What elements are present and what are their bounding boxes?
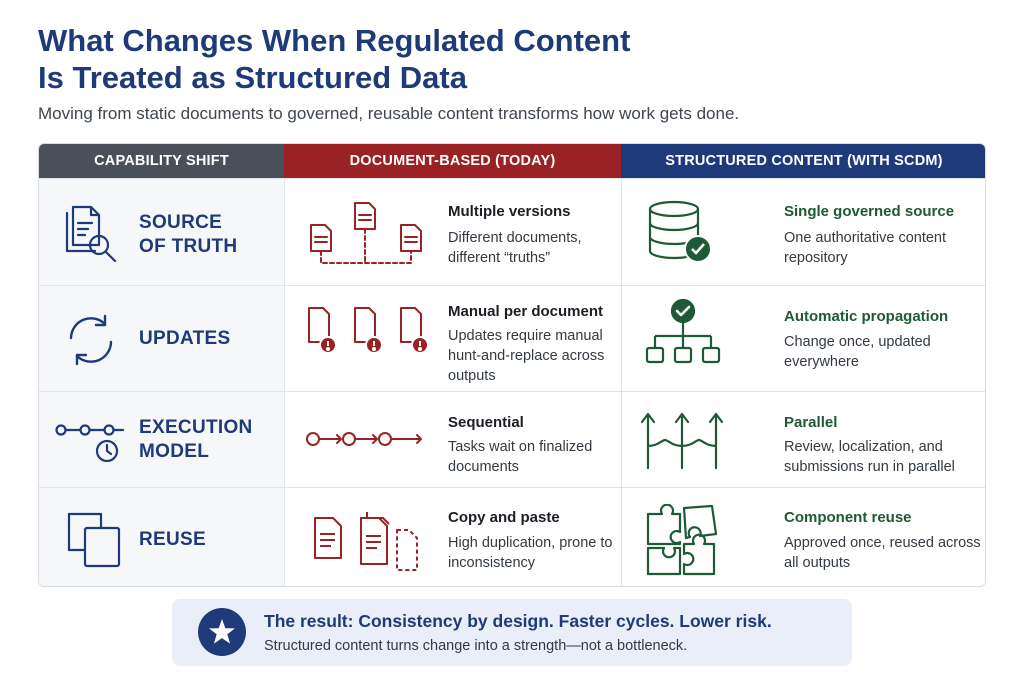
comparison-table: CAPABILITY SHIFT DOCUMENT-BASED (TODAY) … bbox=[38, 143, 986, 587]
scdm-description: Change once, updated everywhere bbox=[784, 334, 931, 370]
scdm-title: Automatic propagation bbox=[784, 308, 949, 325]
page-title: What Changes When Regulated Content Is T… bbox=[38, 22, 738, 96]
sequential-flow-icon bbox=[306, 432, 422, 446]
header-document-based: DOCUMENT-BASED (TODAY) bbox=[284, 144, 621, 178]
today-cell: Sequential Tasks wait on finalized docum… bbox=[284, 392, 621, 487]
today-cell: Manual per document Updates require manu… bbox=[284, 286, 621, 391]
scdm-description: One authoritative content repository bbox=[784, 230, 947, 266]
header-capability-shift: CAPABILITY SHIFT bbox=[39, 144, 284, 178]
scdm-description: Approved once, reused across all outputs bbox=[784, 535, 981, 571]
scdm-cell: Component reuse Approved once, reused ac… bbox=[621, 488, 985, 586]
database-check-icon bbox=[648, 200, 712, 263]
capability-cell: SOURCE OF TRUTH bbox=[39, 179, 284, 285]
capability-label: SOURCE OF TRUTH bbox=[139, 212, 238, 257]
parallel-arrows-icon bbox=[640, 412, 724, 470]
today-title: Multiple versions bbox=[448, 203, 571, 220]
capability-label: UPDATES bbox=[139, 328, 231, 349]
header-structured-content: STRUCTURED CONTENT (WITH SCDM) bbox=[621, 144, 985, 178]
scdm-cell: Single governed source One authoritative… bbox=[621, 179, 985, 285]
scdm-cell: Automatic propagation Change once, updat… bbox=[621, 286, 985, 391]
documents-alert-icon bbox=[308, 307, 429, 354]
duplicate-documents-icon bbox=[314, 512, 418, 571]
capability-label: EXECUTION MODEL bbox=[139, 417, 253, 462]
hierarchy-check-icon bbox=[645, 298, 721, 364]
capability-cell: UPDATES bbox=[39, 286, 284, 391]
workflow-clock-icon bbox=[55, 424, 125, 463]
document-search-icon bbox=[65, 205, 117, 263]
copy-squares-icon bbox=[67, 512, 121, 568]
scdm-description: Review, localization, and submissions ru… bbox=[784, 439, 955, 475]
page-subtitle: Moving from static documents to governed… bbox=[38, 104, 740, 123]
puzzle-pieces-icon bbox=[646, 504, 718, 576]
capability-cell: EXECUTION MODEL bbox=[39, 392, 284, 487]
star-icon bbox=[198, 608, 246, 656]
scdm-cell: Parallel Review, localization, and submi… bbox=[621, 392, 985, 487]
capability-cell: REUSE bbox=[39, 488, 284, 586]
today-title: Sequential bbox=[448, 414, 524, 431]
today-description: Different documents, different “truths” bbox=[448, 230, 582, 266]
today-cell: Multiple versions Different documents, d… bbox=[284, 179, 621, 285]
row-source-of-truth: SOURCE OF TRUTH Multiple versions Differ… bbox=[39, 178, 985, 285]
scattered-documents-icon bbox=[310, 202, 422, 264]
scdm-title: Single governed source bbox=[784, 203, 955, 220]
callout-subtitle: Structured content turns change into a s… bbox=[264, 638, 688, 654]
result-callout: The result: Consistency by design. Faste… bbox=[172, 599, 852, 666]
capability-label: REUSE bbox=[139, 529, 206, 550]
today-title: Manual per document bbox=[448, 303, 604, 320]
row-reuse: REUSE Copy and paste High duplication, p… bbox=[39, 487, 985, 586]
callout-title: The result: Consistency by design. Faste… bbox=[264, 611, 772, 631]
row-execution-model: EXECUTION MODEL Sequential Tasks wait on… bbox=[39, 391, 985, 487]
scdm-title: Component reuse bbox=[784, 509, 912, 526]
row-updates: UPDATES Manual per document Updates requ… bbox=[39, 285, 985, 391]
scdm-title: Parallel bbox=[784, 414, 838, 431]
today-description: Updates require manual hunt-and-replace … bbox=[448, 328, 605, 384]
title-line-1: What Changes When Regulated Content bbox=[38, 23, 631, 58]
today-description: Tasks wait on finalized documents bbox=[448, 439, 593, 475]
refresh-cycle-icon bbox=[69, 314, 113, 366]
today-description: High duplication, prone to inconsistency bbox=[448, 535, 613, 571]
title-line-2: Is Treated as Structured Data bbox=[38, 60, 467, 95]
today-title: Copy and paste bbox=[448, 509, 560, 526]
today-cell: Copy and paste High duplication, prone t… bbox=[284, 488, 621, 586]
